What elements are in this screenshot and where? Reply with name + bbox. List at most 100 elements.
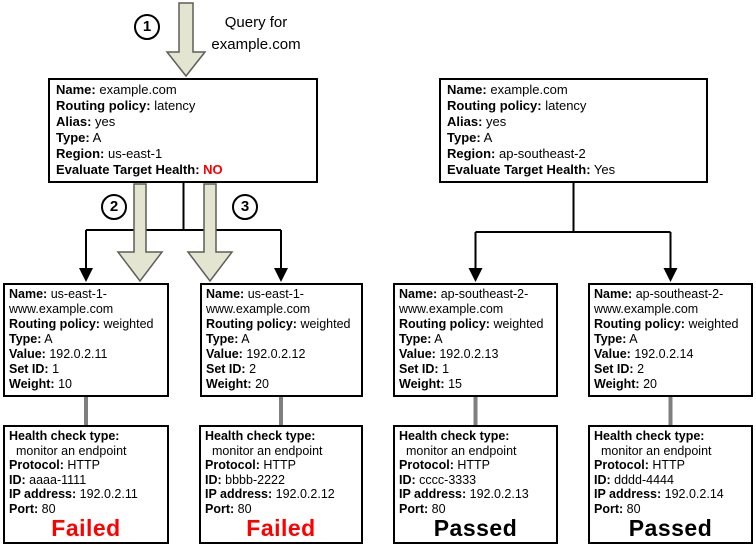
field-value: yes xyxy=(486,114,507,129)
field-value: 2 xyxy=(637,362,645,376)
health-check-type: Health check type:monitor an endpoint xyxy=(9,429,163,458)
field-label: Port: xyxy=(594,501,624,516)
record-field: Type: A xyxy=(56,130,310,146)
field-label: Type: xyxy=(399,332,432,346)
step-1-badge: 1 xyxy=(134,14,160,40)
field-label: Routing policy: xyxy=(56,98,151,113)
field-label: Routing policy: xyxy=(594,317,685,331)
field-label: Routing policy: xyxy=(206,317,297,331)
record-field: Region: ap-southeast-2 xyxy=(447,146,700,162)
record-field: Value: 192.0.2.14 xyxy=(594,347,747,362)
query-label: Query for example.com xyxy=(211,14,301,53)
field-label: Evaluate Target Health: xyxy=(56,162,200,177)
record-field: IP address: 192.0.2.11 xyxy=(9,487,163,502)
record-field: Type: A xyxy=(9,332,163,347)
field-label: Name: xyxy=(594,287,633,301)
field-value: 80 xyxy=(41,501,56,516)
right-tree-arrowheads xyxy=(468,268,678,282)
field-value: example.com xyxy=(490,82,568,97)
field-label: Health check type: xyxy=(9,429,120,443)
field-value: A xyxy=(241,332,250,346)
field-value: HTTP xyxy=(652,458,685,472)
field-value: weighted xyxy=(688,317,739,331)
field-label: Alias: xyxy=(447,114,483,129)
field-value: 192.0.2.13 xyxy=(439,347,499,361)
record-field: Name: ap-southeast-2-www.example.com xyxy=(399,287,552,317)
field-label: Protocol: xyxy=(205,458,260,472)
left-record-tree xyxy=(85,183,282,269)
field-label: IP address: xyxy=(9,487,77,501)
field-label: IP address: xyxy=(205,487,273,501)
field-label: Value: xyxy=(9,347,46,361)
record-field: Weight: 20 xyxy=(206,377,357,392)
field-value: 20 xyxy=(643,377,657,391)
record-field: Type: A xyxy=(399,332,552,347)
field-label: Weight: xyxy=(594,377,640,391)
weighted-record-2: Name: us-east-1-www.example.com Routing … xyxy=(200,283,363,397)
field-value: ap-southeast-2-www.example.com xyxy=(399,287,529,316)
health-check-type: Health check type:monitor an endpoint xyxy=(205,429,357,458)
health-status-failed: Failed xyxy=(51,515,121,541)
record-field: Name: us-east-1-www.example.com xyxy=(206,287,357,317)
health-check-type: Health check type:monitor an endpoint xyxy=(594,429,747,458)
field-value: HTTP xyxy=(67,458,100,472)
field-label: Port: xyxy=(9,501,39,516)
field-value: monitor an endpoint xyxy=(406,443,517,458)
record-field: ID: cccc-3333 xyxy=(399,473,552,488)
field-label: Health check type: xyxy=(399,429,510,443)
weighted-record-4: Name: ap-southeast-2-www.example.com Rou… xyxy=(588,283,753,397)
record-field: Routing policy: latency xyxy=(56,98,310,114)
field-label: Routing policy: xyxy=(399,317,490,331)
field-label: Health check type: xyxy=(205,429,316,443)
record-field: Port: 80 xyxy=(205,502,357,517)
field-label: Alias: xyxy=(56,114,92,129)
record-field: Name: ap-southeast-2-www.example.com xyxy=(594,287,747,317)
field-value: 80 xyxy=(431,501,446,516)
record-field: Protocol: HTTP xyxy=(205,458,357,473)
evaluate-target-health-value: NO xyxy=(203,162,223,177)
field-value: latency xyxy=(154,98,196,113)
record-field: Type: A xyxy=(594,332,747,347)
record-field: Protocol: HTTP xyxy=(399,458,552,473)
field-value: 2 xyxy=(249,362,257,376)
record-field: Set ID: 1 xyxy=(399,362,552,377)
record-field: Set ID: 2 xyxy=(206,362,357,377)
field-value: 192.0.2.14 xyxy=(664,487,724,501)
field-label: Type: xyxy=(594,332,627,346)
health-check-3: Health check type:monitor an endpoint Pr… xyxy=(393,425,558,544)
record-field: Weight: 20 xyxy=(594,377,747,392)
query-arrow-step3 xyxy=(186,183,234,283)
field-label: Type: xyxy=(56,130,90,145)
record-field: Routing policy: weighted xyxy=(206,317,357,332)
field-value: 1 xyxy=(52,362,60,376)
field-value: us-east-1 xyxy=(108,146,163,161)
record-field: Type: A xyxy=(206,332,357,347)
field-label: Name: xyxy=(206,287,245,301)
record-field: Value: 192.0.2.13 xyxy=(399,347,552,362)
field-label: Set ID: xyxy=(594,362,634,376)
field-value: aaaa-1111 xyxy=(29,472,87,487)
field-value: example.com xyxy=(99,82,177,97)
field-label: Routing policy: xyxy=(9,317,100,331)
field-label: Type: xyxy=(9,332,42,346)
field-label: Region: xyxy=(447,146,496,161)
latency-record-us-east-1: Name: example.com Routing policy: latenc… xyxy=(48,78,318,183)
record-field: IP address: 192.0.2.14 xyxy=(594,487,747,502)
record-field: ID: bbbb-2222 xyxy=(205,473,357,488)
field-value: 10 xyxy=(58,377,72,391)
field-label: Routing policy: xyxy=(447,98,542,113)
health-check-connectors xyxy=(84,397,673,425)
query-arrow-step1 xyxy=(165,2,207,78)
field-label: Protocol: xyxy=(9,458,64,472)
evaluate-target-health-value: Yes xyxy=(593,162,616,177)
weighted-record-1: Name: us-east-1-www.example.com Routing … xyxy=(3,283,169,397)
record-field: Name: example.com xyxy=(56,82,310,98)
record-field: Evaluate Target Health: NO xyxy=(56,162,310,178)
field-label: Evaluate Target Health: xyxy=(447,162,591,177)
field-label: Port: xyxy=(399,501,429,516)
record-field: Value: 192.0.2.11 xyxy=(9,347,163,362)
field-label: Value: xyxy=(399,347,436,361)
field-value: latency xyxy=(545,98,587,113)
field-label: IP address: xyxy=(594,487,662,501)
